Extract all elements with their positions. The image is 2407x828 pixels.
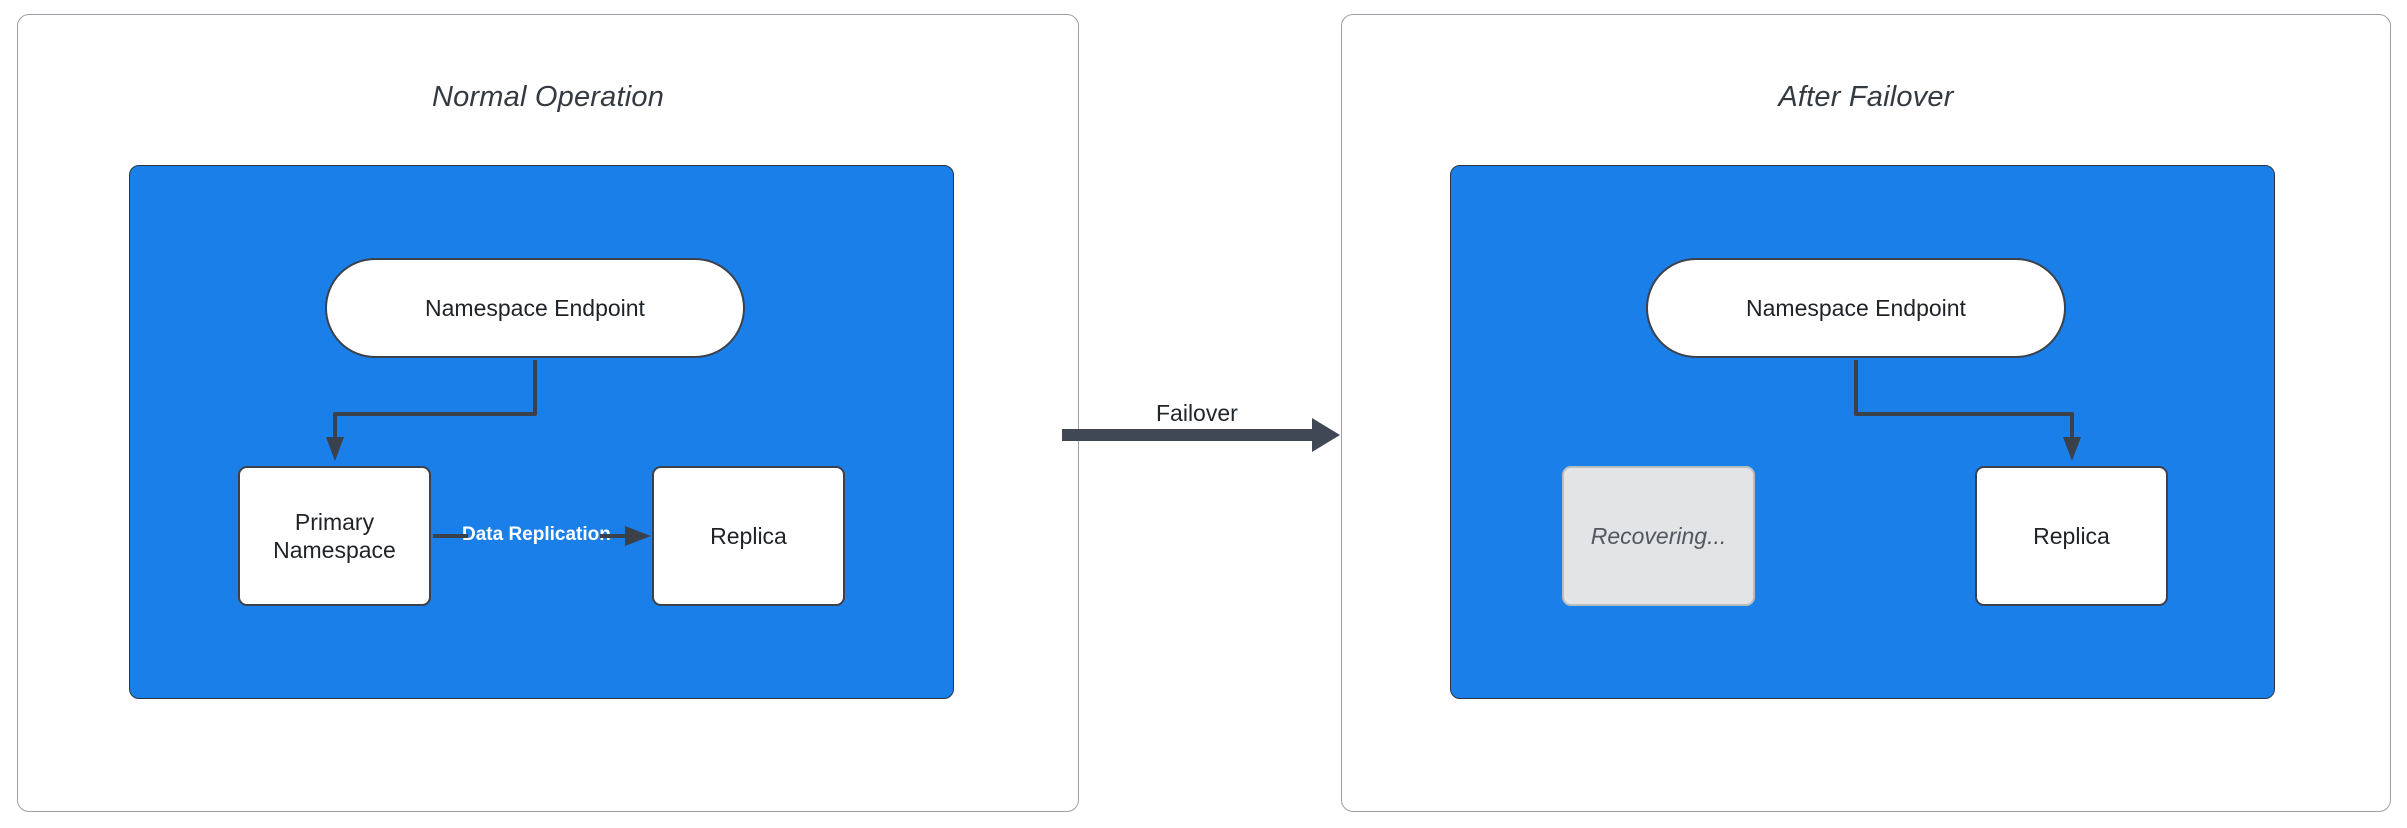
node-primary-namespace[interactable]: Primary Namespace [238, 466, 431, 606]
primary-label-line1: Primary [294, 508, 375, 535]
failover-transition-label: Failover [1156, 400, 1238, 426]
node-namespace-endpoint-right[interactable]: Namespace Endpoint [1646, 258, 2066, 358]
zone-after-failover [1450, 165, 2275, 699]
node-replica-right[interactable]: Replica [1975, 466, 2168, 606]
node-namespace-endpoint-left[interactable]: Namespace Endpoint [325, 258, 745, 358]
panel-title-normal-operation: Normal Operation [431, 81, 665, 113]
panel-title-after-failover: After Failover [1778, 81, 1954, 113]
zone-normal-operation [129, 165, 954, 699]
node-primary-namespace-label: Primary Namespace [273, 508, 396, 564]
node-replica-left[interactable]: Replica [652, 466, 845, 606]
edge-label-data-replication: Data Replication [462, 524, 611, 545]
primary-label-line2: Namespace [273, 537, 396, 563]
node-recovering[interactable]: Recovering... [1562, 466, 1755, 606]
arrowhead-failover [1312, 418, 1340, 452]
